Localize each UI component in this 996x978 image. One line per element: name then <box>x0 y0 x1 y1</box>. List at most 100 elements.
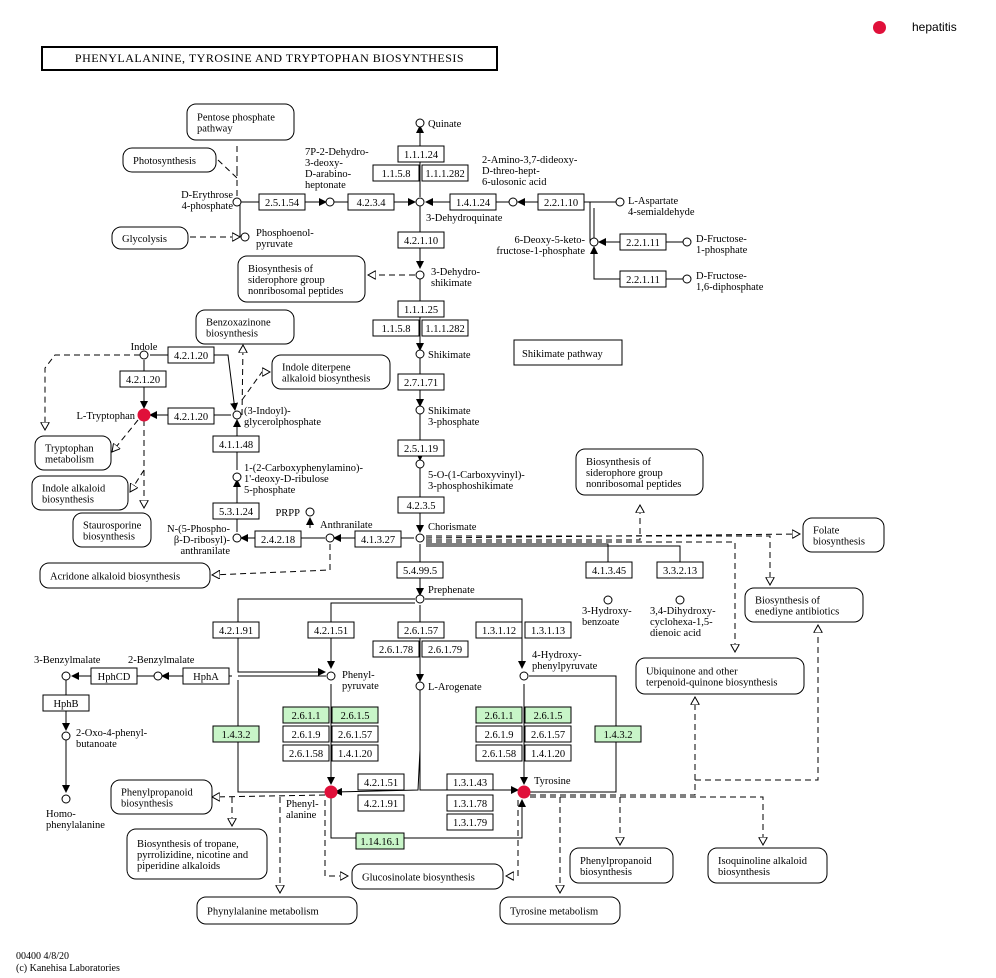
map-indole-alkaloid-box[interactable] <box>31 475 129 511</box>
enzyme-e4-2-3-4-box[interactable] <box>347 193 395 211</box>
compound-tryptophan-node[interactable] <box>137 408 151 422</box>
map-isoquinoline-box[interactable] <box>707 847 828 884</box>
enzyme-e1-4-1-20a-box[interactable] <box>331 744 379 762</box>
enzyme-e1-1-5-8b-box[interactable] <box>372 319 420 337</box>
enzyme-e1-4-1-24-box[interactable] <box>449 193 497 211</box>
enzyme-e1-3-1-12-box[interactable] <box>475 621 523 639</box>
compound-prant-node[interactable] <box>232 533 242 543</box>
enzyme-e2-4-2-18-box[interactable] <box>254 530 302 548</box>
compound-dahp-node[interactable] <box>325 197 335 207</box>
compound-dehydroquinate-node[interactable] <box>415 197 425 207</box>
compound-prephenate-node[interactable] <box>415 594 425 604</box>
enzyme-hphb-box[interactable] <box>42 694 90 712</box>
enzyme-e2-5-1-54-box[interactable] <box>258 193 306 211</box>
enzyme-e1-4-1-20b-box[interactable] <box>524 744 572 762</box>
compound-indole-node[interactable] <box>139 350 149 360</box>
enzyme-e4-2-1-91a-box[interactable] <box>212 621 260 639</box>
map-indole-diterpene-box[interactable] <box>271 354 391 390</box>
enzyme-hphcd-box[interactable] <box>90 667 138 685</box>
enzyme-e2-6-1-58a-box[interactable] <box>282 744 330 762</box>
compound-tyrosine-node[interactable] <box>517 785 531 799</box>
enzyme-e2-6-1-58b-box[interactable] <box>475 744 523 762</box>
enzyme-e1-1-1-282a-box[interactable] <box>421 164 469 182</box>
enzyme-e2-6-1-5b-box[interactable] <box>524 706 572 724</box>
compound-epsp-node[interactable] <box>415 459 425 469</box>
enzyme-e4-2-1-10-box[interactable] <box>397 231 445 249</box>
map-pentose-box[interactable] <box>186 103 295 141</box>
map-acridone-box[interactable] <box>39 562 211 589</box>
enzyme-e2-6-1-9b-box[interactable] <box>475 725 523 743</box>
enzyme-e1-4-3-2b-box[interactable] <box>594 725 642 743</box>
compound-dehydroshikimate-node[interactable] <box>415 270 425 280</box>
compound-arogenate-node[interactable] <box>415 681 425 691</box>
map-photosynthesis-box[interactable] <box>122 147 217 173</box>
enzyme-e1-1-1-282b-box[interactable] <box>421 319 469 337</box>
enzyme-e4-1-1-48-box[interactable] <box>212 435 260 453</box>
enzyme-e4-2-1-20b-box[interactable] <box>119 370 167 388</box>
map-ubiquinone-box[interactable] <box>635 657 805 695</box>
compound-benzylmalate3-node[interactable] <box>61 671 71 681</box>
enzyme-e1-1-1-25-box[interactable] <box>397 300 445 318</box>
enzyme-e2-5-1-19-box[interactable] <box>397 439 445 457</box>
enzyme-e2-2-1-10-box[interactable] <box>537 193 585 211</box>
enzyme-e4-2-1-51b-box[interactable] <box>357 773 405 791</box>
enzyme-e1-1-5-8a-box[interactable] <box>372 164 420 182</box>
enzyme-e5-4-99-5-box[interactable] <box>396 561 444 579</box>
compound-benzylmalate2-node[interactable] <box>153 671 163 681</box>
enzyme-e2-6-1-1a-box[interactable] <box>282 706 330 724</box>
map-tropane-box[interactable] <box>126 828 268 880</box>
enzyme-e4-1-3-27-box[interactable] <box>354 530 402 548</box>
enzyme-e1-4-3-2a-box[interactable] <box>212 725 260 743</box>
enzyme-e4-2-1-20a-box[interactable] <box>167 346 215 364</box>
enzyme-e2-7-1-71-box[interactable] <box>397 373 445 391</box>
enzyme-e5-3-1-24-box[interactable] <box>212 502 260 520</box>
enzyme-e2-6-1-78-box[interactable] <box>372 640 420 658</box>
enzyme-e2-6-1-57c-box[interactable] <box>524 725 572 743</box>
map-siderophore2-box[interactable] <box>575 448 704 496</box>
map-staurosporine-box[interactable] <box>72 512 152 548</box>
compound-hpp-node[interactable] <box>519 671 529 681</box>
compound-erythrose-node[interactable] <box>232 197 242 207</box>
enzyme-e1-3-1-79-box[interactable] <box>446 813 494 831</box>
map-trp-metabolism-box[interactable] <box>34 435 112 471</box>
map-glycolysis-box[interactable] <box>111 226 189 250</box>
compound-homophe-node[interactable] <box>61 794 71 804</box>
enzyme-hpha-box[interactable] <box>182 667 230 685</box>
map-shikimate-pathway-box[interactable] <box>513 339 623 366</box>
map-phe-metabolism-box[interactable] <box>196 896 358 925</box>
compound-phenylalanine-node[interactable] <box>324 785 338 799</box>
enzyme-e4-2-1-20c-box[interactable] <box>167 407 215 425</box>
compound-pep-node[interactable] <box>240 232 250 242</box>
enzyme-e2-2-1-11b-box[interactable] <box>619 270 667 288</box>
compound-fru1p-node[interactable] <box>682 237 692 247</box>
map-glucosinolate-box[interactable] <box>351 863 504 890</box>
compound-oxophenyl-node[interactable] <box>61 731 71 741</box>
enzyme-e1-3-1-13-box[interactable] <box>524 621 572 639</box>
map-siderophore1-box[interactable] <box>237 255 366 303</box>
enzyme-e2-6-1-57b-box[interactable] <box>331 725 379 743</box>
compound-chorismate-node[interactable] <box>415 533 425 543</box>
compound-deoxy-keto-node[interactable] <box>589 237 599 247</box>
compound-igp-node[interactable] <box>232 410 242 420</box>
enzyme-e2-6-1-79-box[interactable] <box>421 640 469 658</box>
enzyme-e4-2-1-91b-box[interactable] <box>357 794 405 812</box>
enzyme-e1-3-1-43-box[interactable] <box>446 773 494 791</box>
compound-cdrp-node[interactable] <box>232 472 242 482</box>
enzyme-e2-6-1-57a-box[interactable] <box>397 621 445 639</box>
compound-aspartate-sa-node[interactable] <box>615 197 625 207</box>
enzyme-e4-2-3-5-box[interactable] <box>397 496 445 514</box>
enzyme-e2-6-1-5a-box[interactable] <box>331 706 379 724</box>
enzyme-e3-3-2-13-box[interactable] <box>656 561 704 579</box>
enzyme-e1-3-1-78-box[interactable] <box>446 794 494 812</box>
map-phenylpropanoid2-box[interactable] <box>569 847 674 884</box>
compound-hydroxybenzoate-node[interactable] <box>603 595 613 605</box>
enzyme-e4-1-3-45-box[interactable] <box>585 561 633 579</box>
compound-quinate-node[interactable] <box>415 118 425 128</box>
compound-fbp-node[interactable] <box>682 274 692 284</box>
enzyme-e1-14-16-1-box[interactable] <box>355 832 405 850</box>
map-phenylpropanoid1-box[interactable] <box>110 779 213 815</box>
enzyme-e2-2-1-11a-box[interactable] <box>619 233 667 251</box>
compound-phenylpyruvate-node[interactable] <box>326 671 336 681</box>
map-tyr-metabolism-box[interactable] <box>499 896 621 925</box>
compound-shikimate-node[interactable] <box>415 349 425 359</box>
